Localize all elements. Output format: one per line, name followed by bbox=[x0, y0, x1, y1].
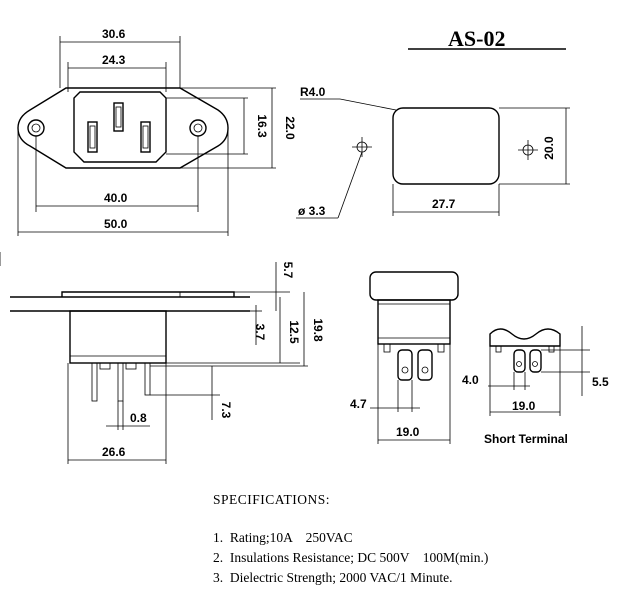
end-body bbox=[377, 299, 451, 345]
dim-19-8: 19.8 bbox=[311, 318, 325, 342]
side-pin-1 bbox=[91, 362, 98, 402]
slot-right bbox=[140, 121, 151, 153]
side-pin-3 bbox=[144, 362, 151, 396]
dim-3-7: 3.7 bbox=[253, 324, 267, 341]
dim-5-5: 5.5 bbox=[592, 375, 609, 389]
spec-dielectric: 3. Dielectric Strength; 2000 VAC/1 Minut… bbox=[213, 570, 453, 585]
dim-19-0-short: 19.0 bbox=[512, 399, 536, 413]
dim-27-7: 27.7 bbox=[432, 197, 456, 211]
cutout-outline bbox=[392, 107, 500, 185]
dim-24-3: 24.3 bbox=[102, 53, 126, 67]
end-terminal-right bbox=[417, 349, 433, 381]
dim-7-3: 7.3 bbox=[219, 402, 233, 419]
specifications-block: SPECIFICATIONS: 1. Rating;10A 250VAC 2. … bbox=[213, 492, 488, 590]
short-terminal-view: 4.0 19.0 5.5 Short Terminal bbox=[462, 326, 609, 446]
slot-center bbox=[113, 102, 124, 132]
dim-30-6: 30.6 bbox=[102, 27, 126, 41]
top-view: 30.6 24.3 16.3 22.0 40.0 50.0 bbox=[17, 27, 297, 236]
dim-19-0-front: 19.0 bbox=[396, 425, 420, 439]
dim-4-7: 4.7 bbox=[350, 397, 367, 411]
dim-r4-0: R4.0 bbox=[300, 85, 326, 99]
specifications-heading: SPECIFICATIONS: bbox=[213, 492, 331, 507]
dim-50-0: 50.0 bbox=[104, 217, 128, 231]
end-view: 4.7 19.0 bbox=[350, 271, 459, 444]
side-pin-2 bbox=[117, 362, 124, 402]
dim-5-7: 5.7 bbox=[281, 262, 295, 279]
end-terminal-left bbox=[397, 349, 413, 381]
dim-16-3: 16.3 bbox=[255, 114, 269, 138]
slot-left bbox=[87, 121, 98, 153]
socket-body bbox=[73, 91, 167, 163]
dim-0-8: 0.8 bbox=[130, 411, 147, 425]
dim-40-0: 40.0 bbox=[104, 191, 128, 205]
dim-12-5: 12.5 bbox=[287, 320, 301, 344]
mount-hole-right bbox=[189, 119, 207, 137]
short-terminal-left bbox=[513, 349, 526, 373]
panel-cutout: R4.0 ø 3.3 27.7 20.0 bbox=[296, 85, 570, 219]
short-terminal-right bbox=[529, 349, 542, 373]
end-flange bbox=[369, 271, 459, 301]
side-view: 5.7 3.7 12.5 19.8 7.3 0.8 26.6 bbox=[0, 252, 325, 464]
drawing-title: AS-02 bbox=[448, 26, 505, 51]
side-body bbox=[69, 310, 167, 364]
dim-22-0: 22.0 bbox=[283, 116, 297, 140]
dim-26-6: 26.6 bbox=[102, 445, 126, 459]
spec-insulation: 2. Insulations Resistance; DC 500V 100M(… bbox=[213, 550, 489, 565]
spec-rating: 1. Rating;10A 250VAC bbox=[213, 530, 353, 545]
side-flange bbox=[61, 291, 235, 297]
mount-hole-left bbox=[27, 119, 45, 137]
short-body bbox=[489, 328, 561, 347]
dim-dia-3-3: ø 3.3 bbox=[298, 204, 326, 218]
dim-20-0: 20.0 bbox=[542, 136, 556, 160]
dim-4-0: 4.0 bbox=[462, 373, 479, 387]
short-terminal-label: Short Terminal bbox=[484, 432, 568, 446]
